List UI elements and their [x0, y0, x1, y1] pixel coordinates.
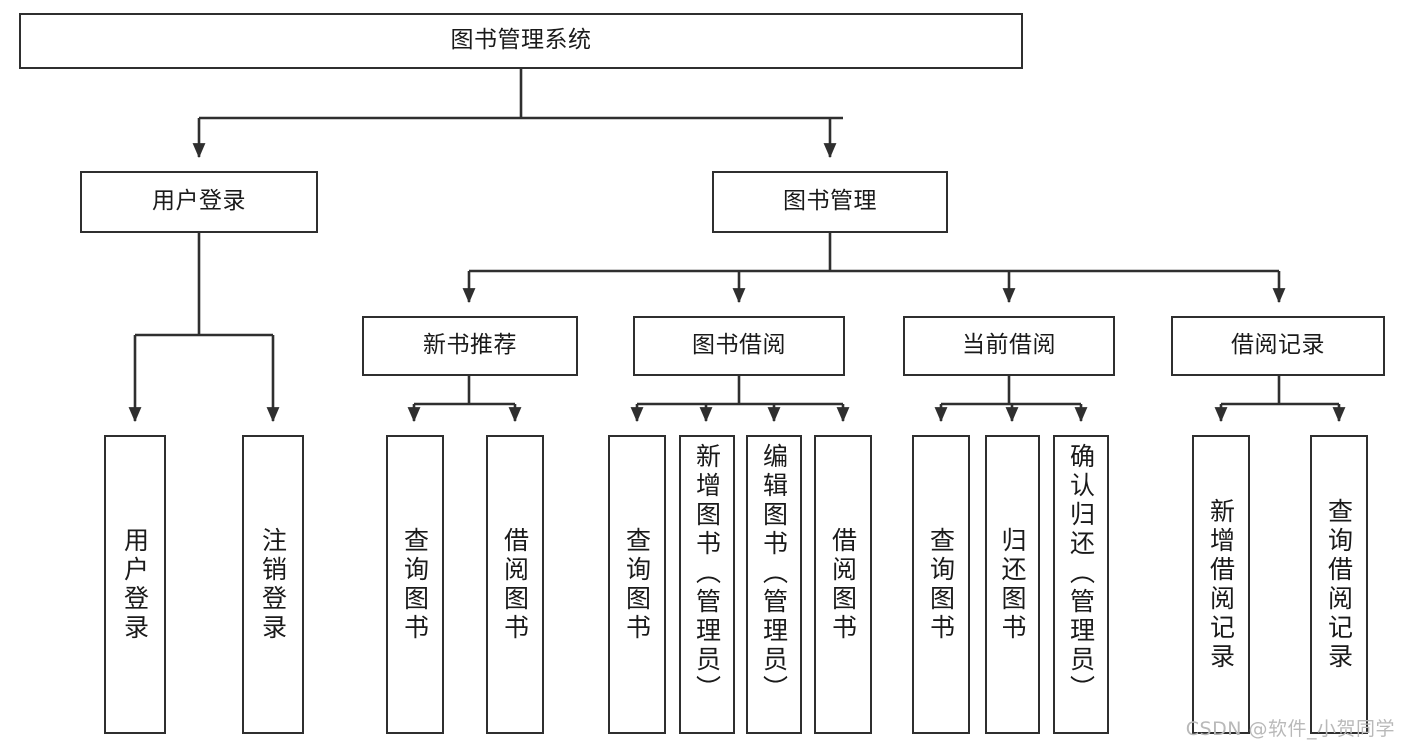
node-leaf-return-book[interactable]: 归还图书 [985, 435, 1040, 734]
node-book-management-label: 图书管理 [783, 188, 877, 215]
node-current-borrow[interactable]: 当前借阅 [903, 316, 1115, 376]
node-book-borrow[interactable]: 图书借阅 [633, 316, 845, 376]
node-leaf-query-book-recommend-label: 查询图书 [400, 526, 430, 643]
node-leaf-query-book-current-label: 查询图书 [926, 526, 956, 643]
node-leaf-add-book-admin[interactable]: 新增图书（管理员） [679, 435, 735, 734]
node-leaf-borrow-book-recommend[interactable]: 借阅图书 [486, 435, 544, 734]
node-new-book-recommend[interactable]: 新书推荐 [362, 316, 578, 376]
node-leaf-borrow-book-borrow-label: 借阅图书 [828, 526, 858, 643]
node-leaf-add-borrow-record-label: 新增借阅记录 [1206, 497, 1236, 672]
node-user-login-label: 用户登录 [152, 188, 246, 215]
node-leaf-user-login[interactable]: 用户登录 [104, 435, 166, 734]
node-leaf-edit-book-admin[interactable]: 编辑图书（管理员） [746, 435, 802, 734]
node-leaf-query-book-borrow-label: 查询图书 [622, 526, 652, 643]
node-leaf-borrow-book-recommend-label: 借阅图书 [500, 526, 530, 643]
node-leaf-query-borrow-record[interactable]: 查询借阅记录 [1310, 435, 1368, 734]
node-leaf-edit-book-admin-label: 编辑图书（管理员） [759, 443, 789, 704]
node-borrow-records[interactable]: 借阅记录 [1171, 316, 1385, 376]
node-user-login[interactable]: 用户登录 [80, 171, 318, 233]
node-leaf-query-book-current[interactable]: 查询图书 [912, 435, 970, 734]
node-borrow-records-label: 借阅记录 [1231, 332, 1325, 359]
node-root[interactable]: 图书管理系统 [19, 13, 1023, 69]
node-leaf-borrow-book-borrow[interactable]: 借阅图书 [814, 435, 872, 734]
node-new-book-recommend-label: 新书推荐 [423, 332, 517, 359]
node-leaf-return-book-label: 归还图书 [998, 526, 1027, 643]
node-root-label: 图书管理系统 [450, 27, 592, 54]
node-leaf-logout-login-label: 注销登录 [258, 526, 288, 643]
node-leaf-add-borrow-record[interactable]: 新增借阅记录 [1192, 435, 1250, 734]
node-book-management[interactable]: 图书管理 [712, 171, 948, 233]
node-leaf-confirm-return-admin[interactable]: 确认归还（管理员） [1053, 435, 1109, 734]
watermark-text: CSDN @软件_小贺同学 [1185, 718, 1395, 740]
node-leaf-user-login-label: 用户登录 [120, 526, 150, 643]
node-leaf-confirm-return-admin-label: 确认归还（管理员） [1066, 443, 1096, 704]
node-book-borrow-label: 图书借阅 [692, 332, 786, 359]
node-leaf-query-book-borrow[interactable]: 查询图书 [608, 435, 666, 734]
node-leaf-logout-login[interactable]: 注销登录 [242, 435, 304, 734]
node-leaf-add-book-admin-label: 新增图书（管理员） [692, 443, 722, 704]
node-current-borrow-label: 当前借阅 [962, 332, 1056, 359]
node-leaf-query-borrow-record-label: 查询借阅记录 [1324, 497, 1354, 672]
node-leaf-query-book-recommend[interactable]: 查询图书 [386, 435, 444, 734]
